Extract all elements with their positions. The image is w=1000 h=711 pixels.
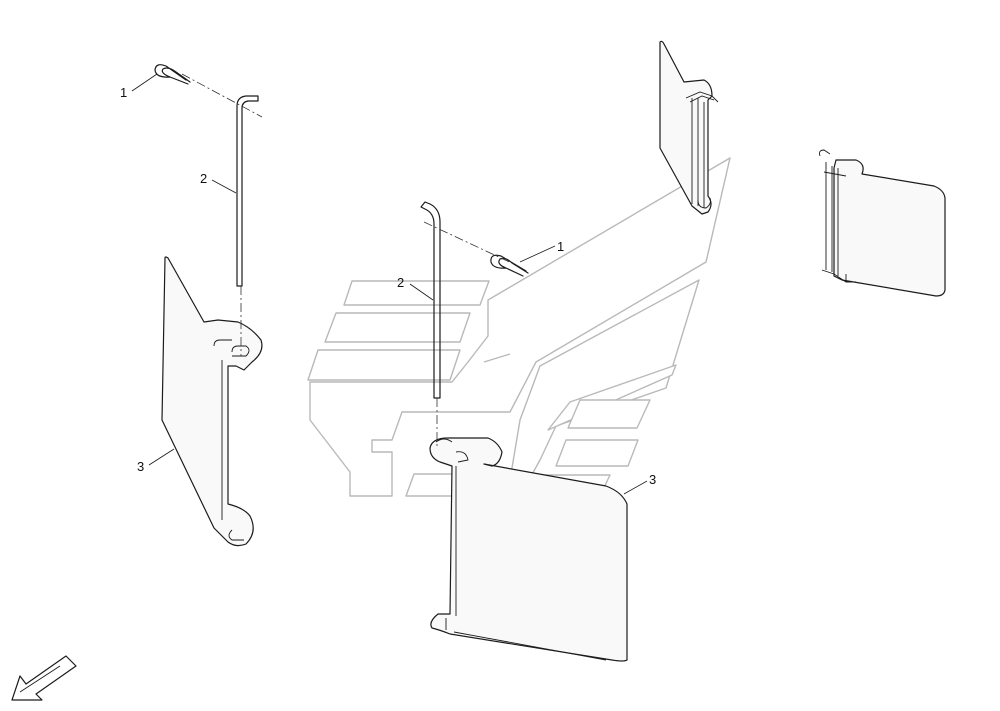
callout-center-clip: 1 — [557, 239, 564, 254]
chassis-ghost-outline — [307, 157, 731, 497]
top-right-installed-flap — [659, 40, 719, 215]
center-flap-part — [429, 437, 628, 662]
callout-left-clip: 1 — [120, 85, 127, 100]
far-right-installed-flap — [819, 149, 946, 297]
left-flap-part — [161, 256, 263, 547]
center-pin-part — [420, 201, 441, 399]
callout-left-flap: 3 — [137, 459, 144, 474]
center-assembly — [420, 201, 628, 662]
callouts: 1 2 3 1 2 3 — [120, 73, 656, 495]
left-assembly — [154, 64, 263, 547]
left-pin-part — [236, 95, 259, 287]
callout-center-pin: 2 — [397, 275, 404, 290]
center-clip-part — [490, 254, 529, 277]
arrow-down-left-icon — [11, 655, 77, 701]
left-clip-part — [154, 64, 191, 85]
callout-center-flap: 3 — [649, 472, 656, 487]
callout-left-pin: 2 — [200, 171, 207, 186]
